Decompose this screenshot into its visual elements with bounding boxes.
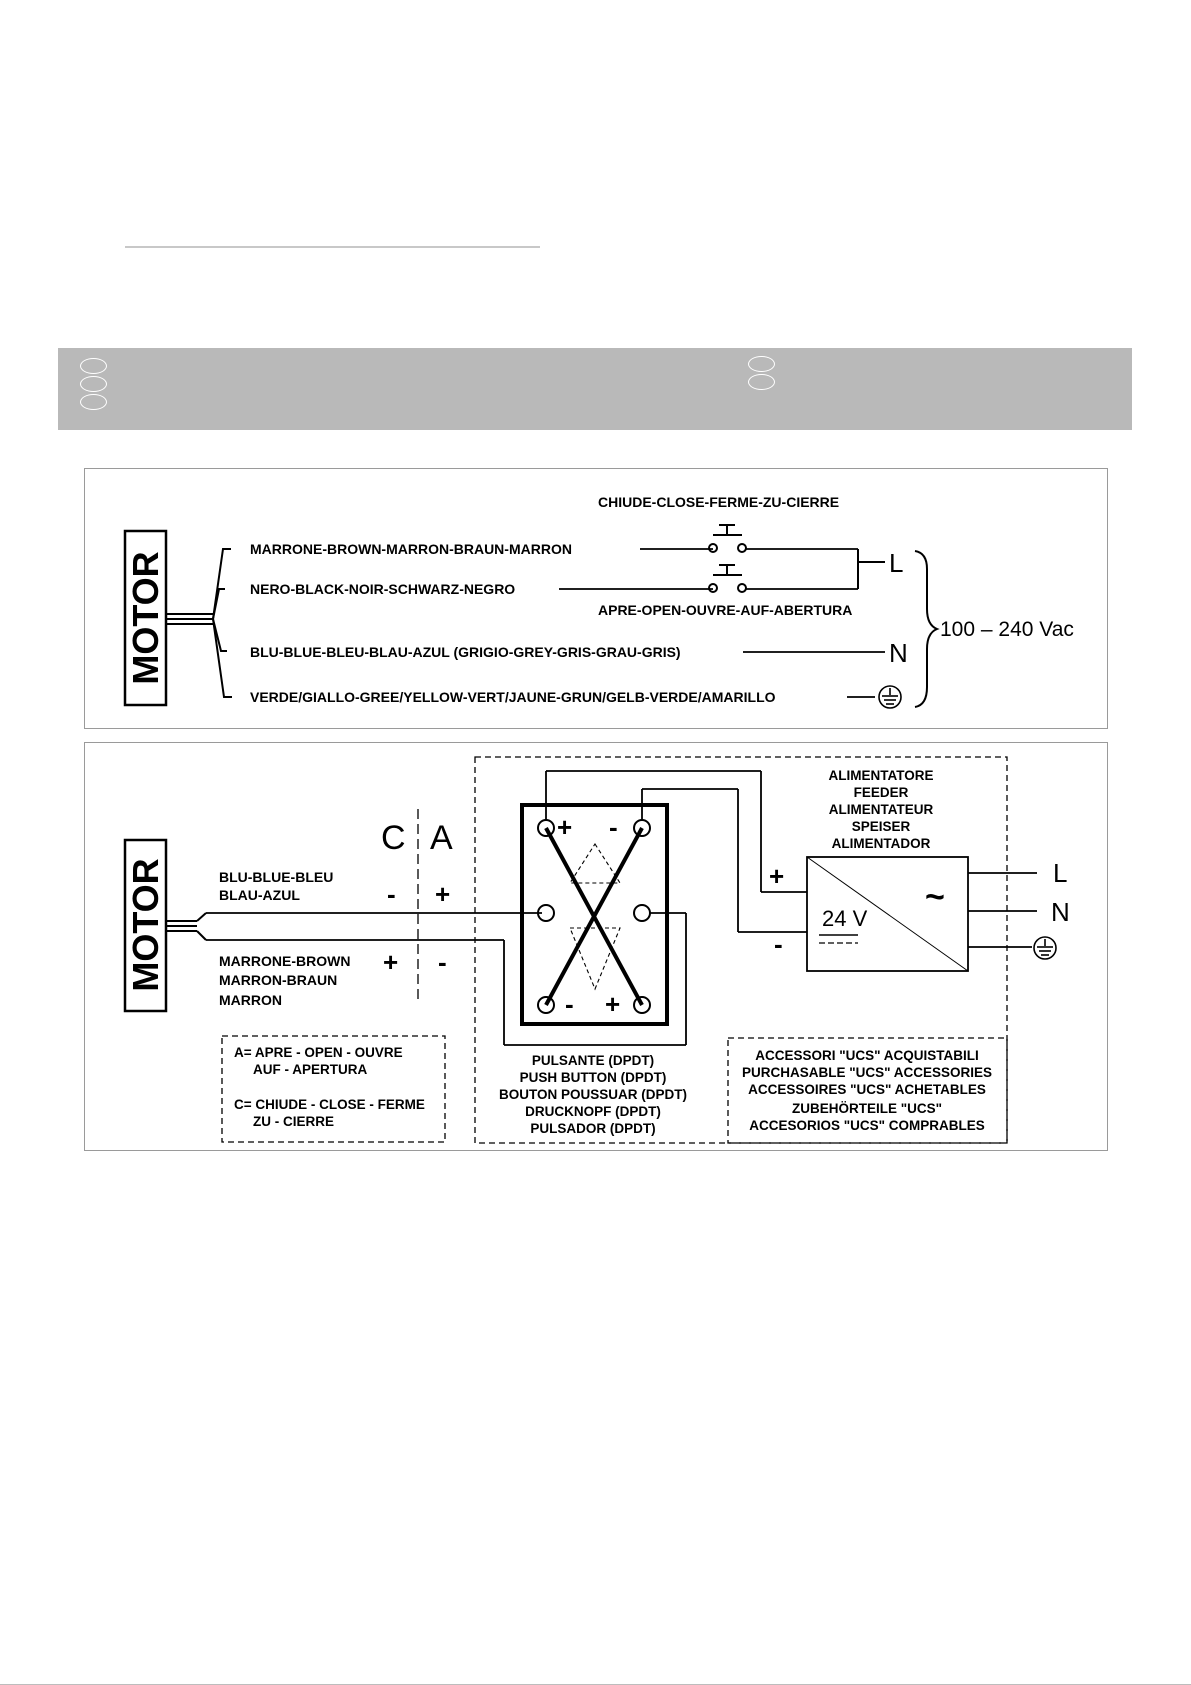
wiring-diagram-direct: MOTOR MARRONE-BROWN-MARRON-BRAUN-MARRON … [84,468,1108,729]
header-rule [125,246,540,248]
wire-brown-label-line1: MARRONE-BROWN [219,953,350,969]
feeder-minus-sign: - [774,929,783,959]
wire-label-brown: MARRONE-BROWN-MARRON-BRAUN-MARRON [250,541,572,557]
accessories-label-es: ACCESORIOS "UCS" COMPRABLES [749,1118,985,1133]
wiring-diagram-pushbutton-feeder: MOTOR C A BLU-BLUE-BLEU BLAU-AZUL MARRON… [84,742,1108,1151]
accessories-label-fr: ACCESSOIRES "UCS" ACHETABLES [748,1082,986,1097]
section-header-band [58,348,1132,430]
wire-brown-label-line2: MARRON-BRAUN [219,972,337,988]
legend-C-line2: ZU - CIERRE [253,1114,334,1129]
wire-label-blue: BLU-BLUE-BLEU-BLAU-AZUL (GRIGIO-GREY-GRI… [250,644,681,660]
flag-oval-icon [80,394,107,410]
accessories-label-it: ACCESSORI "UCS" ACQUISTABILI [755,1048,979,1063]
line-L-label: L [1053,858,1067,888]
wiring-diagram-2-svg: MOTOR C A BLU-BLUE-BLEU BLAU-AZUL MARRON… [123,756,1070,1144]
pushbutton-label-en: PUSH BUTTON (DPDT) [520,1070,667,1085]
blue-close-sign: - [387,879,396,909]
close-switch-label: CHIUDE-CLOSE-FERME-ZU-CIERRE [598,494,839,510]
feeder-plus-sign: + [769,861,784,891]
accessories-label-en: PURCHASABLE "UCS" ACCESSORIES [742,1065,992,1080]
supply-voltage-label: 100 – 240 Vac [940,618,1074,641]
switch-bottom-plus: + [605,989,620,1019]
feeder-ac-symbol: ~ [925,878,945,916]
feeder-voltage-label: 24 V [822,906,868,931]
feeder-label-it: ALIMENTATORE [829,768,934,783]
pushbutton-label-de: DRUCKNOPF (DPDT) [525,1104,661,1119]
switch-top-minus: - [609,812,618,842]
open-switch-label: APRE-OPEN-OUVRE-AUF-ABERTURA [598,602,852,618]
switch-bottom-minus: - [565,989,574,1019]
wire-label-black: NERO-BLACK-NOIR-SCHWARZ-NEGRO [250,581,515,597]
legend-A-line1: A= APRE - OPEN - OUVRE [234,1045,403,1060]
pushbutton-label-fr: BOUTON POUSSUAR (DPDT) [499,1087,687,1102]
wiring-diagram-1-svg: MOTOR MARRONE-BROWN-MARRON-BRAUN-MARRON … [123,494,1074,709]
feeder-label-es: ALIMENTADOR [832,836,931,851]
line-L-label: L [889,548,903,578]
brown-open-sign: - [438,947,447,977]
pushbutton-label: PULSANTE (DPDT) PUSH BUTTON (DPDT) BOUTO… [499,1053,687,1136]
feeder-label-fr: ALIMENTATEUR [829,802,934,817]
feeder-label-de: SPEISER [852,819,911,834]
accessories-label-de: ZUBEHÖRTEILE "UCS" [792,1101,942,1116]
pushbutton-label-es: PULSADOR (DPDT) [530,1121,655,1136]
flag-oval-icon [80,376,107,392]
flag-oval-icon [80,358,107,374]
blue-open-sign: + [435,879,450,909]
legend-A-line2: AUF - APERTURA [253,1062,367,1077]
wire-brown-label-line3: MARRON [219,992,282,1008]
flag-oval-icon [748,356,775,372]
wire-blue-label-line2: BLAU-AZUL [219,887,300,903]
motor-label: MOTOR [125,551,166,684]
switch-top-plus: + [557,812,572,842]
feeder-label-en: FEEDER [854,785,909,800]
line-N-label: N [1051,897,1070,927]
feeder-label: ALIMENTATORE FEEDER ALIMENTATEUR SPEISER… [829,768,934,851]
line-N-label: N [889,638,908,668]
legend-C-line1: C= CHIUDE - CLOSE - FERME [234,1097,425,1112]
accessories-label: ACCESSORI "UCS" ACQUISTABILI PURCHASABLE… [742,1048,992,1133]
brown-close-sign: + [383,947,398,977]
column-A-label: A [430,819,453,857]
column-C-label: C [381,819,406,857]
wire-label-earth: VERDE/GIALLO-GREE/YELLOW-VERT/JAUNE-GRUN… [250,689,776,705]
motor-label: MOTOR [125,858,166,991]
pushbutton-label-it: PULSANTE (DPDT) [532,1053,654,1068]
flag-oval-icon [748,374,775,390]
wire-blue-label-line1: BLU-BLUE-BLEU [219,869,333,885]
